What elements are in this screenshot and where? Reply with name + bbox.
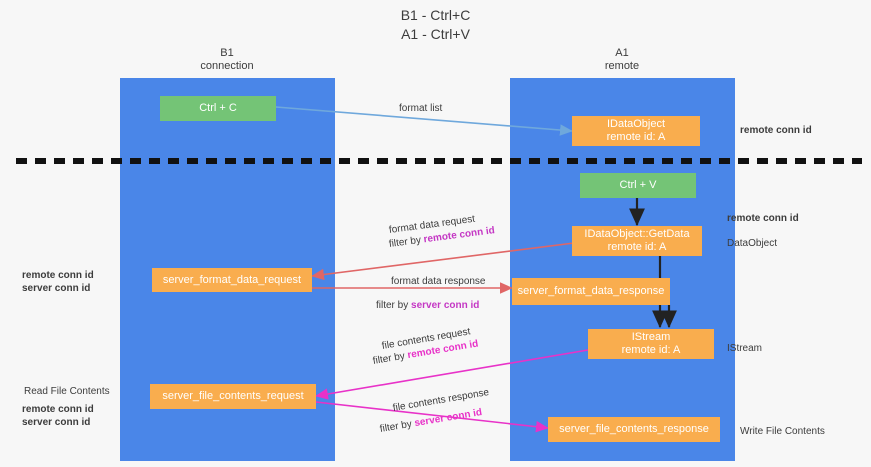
node-server-file-contents-response[interactable]: server_file_contents_response bbox=[548, 417, 720, 442]
node-ctrl-v-label: Ctrl + V bbox=[619, 179, 657, 191]
filter-prefix: filter by bbox=[376, 300, 412, 311]
node-server-file-contents-response-label: server_file_contents_response bbox=[559, 423, 709, 435]
lane-title-b1: B1 connection bbox=[200, 47, 254, 72]
filter-key-server-conn-id: server conn id bbox=[413, 407, 483, 430]
node-getdata[interactable]: IDataObject::GetData remote id: A bbox=[572, 226, 702, 256]
node-server-format-data-request-label: server_format_data_request bbox=[162, 273, 302, 286]
annotation-remote-conn-id-top: remote conn id bbox=[740, 125, 812, 136]
annotation-remote-conn-id-mid: remote conn id bbox=[727, 213, 799, 224]
annotation-left-bottom-remote: remote conn id bbox=[22, 404, 94, 415]
node-istream-line1: IStream bbox=[631, 331, 671, 343]
page-title: B1 - Ctrl+C A1 - Ctrl+V bbox=[400, 7, 471, 42]
edge-label-format-list: format list bbox=[399, 103, 443, 114]
filter-key-server-conn-id: server conn id bbox=[411, 300, 480, 311]
node-server-format-data-request[interactable]: server_format_data_request bbox=[152, 268, 312, 292]
annotation-read-file-contents: Read File Contents bbox=[24, 386, 110, 397]
node-server-format-data-response[interactable]: server_format_data_response bbox=[512, 278, 670, 305]
node-idataobject-line2: remote id: A bbox=[606, 131, 666, 143]
edge-label-format-data-response-filter: filter by server conn id bbox=[376, 300, 479, 311]
filter-prefix: filter by bbox=[379, 418, 416, 435]
annotation-left-bottom-server: server conn id bbox=[22, 417, 91, 428]
filter-prefix: filter by bbox=[388, 234, 425, 250]
annotation-istream: IStream bbox=[727, 343, 763, 354]
lane-title-a1: A1 remote bbox=[604, 47, 640, 72]
node-istream-line2: remote id: A bbox=[621, 344, 681, 356]
annotation-dataobject: DataObject bbox=[727, 238, 778, 249]
node-idataobject[interactable]: IDataObject remote id: A bbox=[572, 116, 700, 146]
annotation-left-mid-remote: remote conn id bbox=[22, 270, 94, 281]
node-idataobject-line1: IDataObject bbox=[606, 118, 666, 130]
node-server-format-data-response-label: server_format_data_response bbox=[517, 285, 665, 297]
annotation-write-file-contents: Write File Contents bbox=[740, 426, 825, 437]
node-ctrl-c-label: Ctrl + C bbox=[199, 102, 237, 114]
node-getdata-line2: remote id: A bbox=[607, 241, 667, 253]
annotation-left-mid-server: server conn id bbox=[22, 283, 91, 294]
node-server-file-contents-request[interactable]: server_file_contents_request bbox=[150, 384, 316, 409]
node-getdata-line1: IDataObject::GetData bbox=[584, 228, 690, 240]
filter-prefix: filter by bbox=[372, 350, 409, 367]
node-server-file-contents-request-label: server_file_contents_request bbox=[162, 390, 304, 402]
node-ctrl-c[interactable]: Ctrl + C bbox=[160, 96, 276, 121]
node-istream[interactable]: IStream remote id: A bbox=[588, 329, 714, 359]
node-ctrl-v[interactable]: Ctrl + V bbox=[580, 173, 696, 198]
edge-label-format-data-response: format data response bbox=[391, 276, 486, 287]
